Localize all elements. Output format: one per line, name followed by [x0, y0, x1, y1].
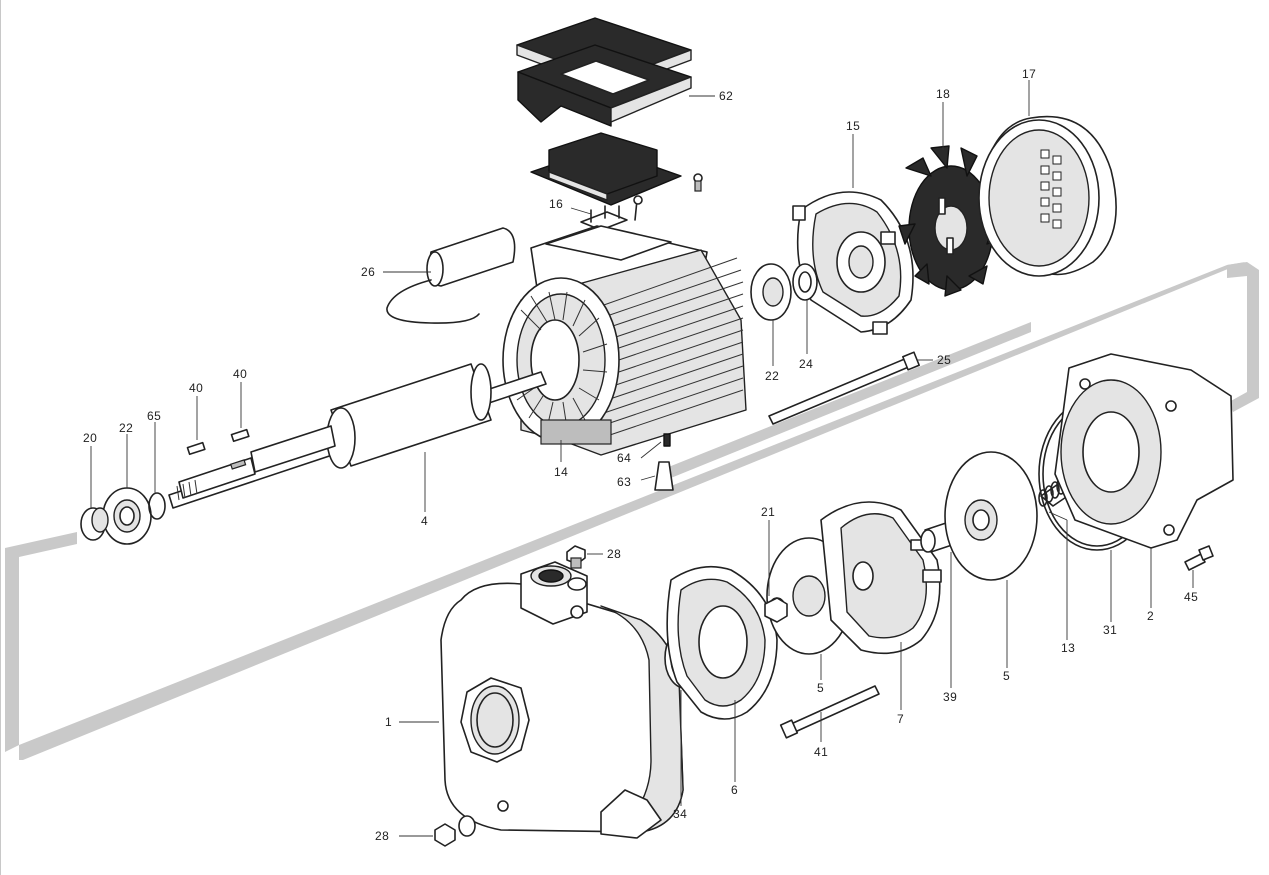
callout-17: 17: [1022, 67, 1036, 81]
callout-28-top: 28: [607, 547, 621, 561]
callout-28-bottom: 28: [375, 829, 389, 843]
rear-impeller: [944, 451, 1038, 581]
callout-45: 45: [1184, 590, 1198, 604]
terminal-box-base: [530, 132, 703, 206]
callout-64: 64: [617, 451, 631, 465]
stage-casing: [820, 501, 942, 655]
fill-plug: [566, 545, 587, 591]
callout-31: 31: [1103, 623, 1117, 637]
callout-62: 62: [719, 89, 733, 103]
bracket-bolt: [1184, 545, 1214, 571]
callout-25: 25: [937, 353, 951, 367]
cooling-fan: [898, 145, 1000, 297]
callout-15: 15: [846, 119, 860, 133]
callout-21: 21: [761, 505, 775, 519]
callout-20: 20: [83, 431, 97, 445]
callout-40-a: 40: [189, 381, 203, 395]
callout-14: 14: [554, 465, 568, 479]
drain-plug-parts: [654, 433, 674, 491]
callout-13: 13: [1061, 641, 1075, 655]
callout-16: 16: [549, 197, 563, 211]
shaft-keys: [186, 428, 250, 456]
rotor-shaft: [168, 363, 547, 509]
pump-bracket: [1054, 353, 1234, 549]
callout-22-front: 22: [119, 421, 133, 435]
callout-labels: 62 17 16 15 18 26 22 24 25 40 40 20 22 6…: [83, 67, 1198, 843]
assembly-guide-band: [5, 262, 1259, 760]
pump-casing: [440, 561, 684, 839]
long-bolt: [779, 685, 880, 739]
callout-2: 2: [1147, 609, 1154, 623]
callout-63: 63: [617, 475, 631, 489]
callout-65: 65: [147, 409, 161, 423]
callout-4: 4: [421, 514, 428, 528]
fan-cover: [978, 115, 1117, 277]
rear-bearing-assembly: [750, 263, 818, 321]
leader-lines: [90, 80, 1194, 837]
callout-7: 7: [897, 712, 904, 726]
tie-rod: [768, 351, 920, 425]
callout-22-rear: 22: [765, 369, 779, 383]
front-bearing-assembly: [80, 487, 166, 545]
callout-24: 24: [799, 357, 813, 371]
drain-plug: [434, 815, 476, 847]
callout-40-b: 40: [233, 367, 247, 381]
callout-34: 34: [673, 807, 687, 821]
callout-18: 18: [936, 87, 950, 101]
terminal-box-cover: [516, 17, 692, 127]
diffuser-plate: [666, 565, 778, 720]
callout-6: 6: [731, 783, 738, 797]
terminal-board: [580, 195, 643, 231]
callout-5-front: 5: [817, 681, 824, 695]
callout-41: 41: [814, 745, 828, 759]
rear-end-shield: [792, 191, 914, 335]
callout-1: 1: [385, 715, 392, 729]
motor-housing: [502, 225, 747, 456]
callout-5-rear: 5: [1003, 669, 1010, 683]
capacitor: [386, 227, 516, 324]
callout-26: 26: [361, 265, 375, 279]
callout-39: 39: [943, 690, 957, 704]
